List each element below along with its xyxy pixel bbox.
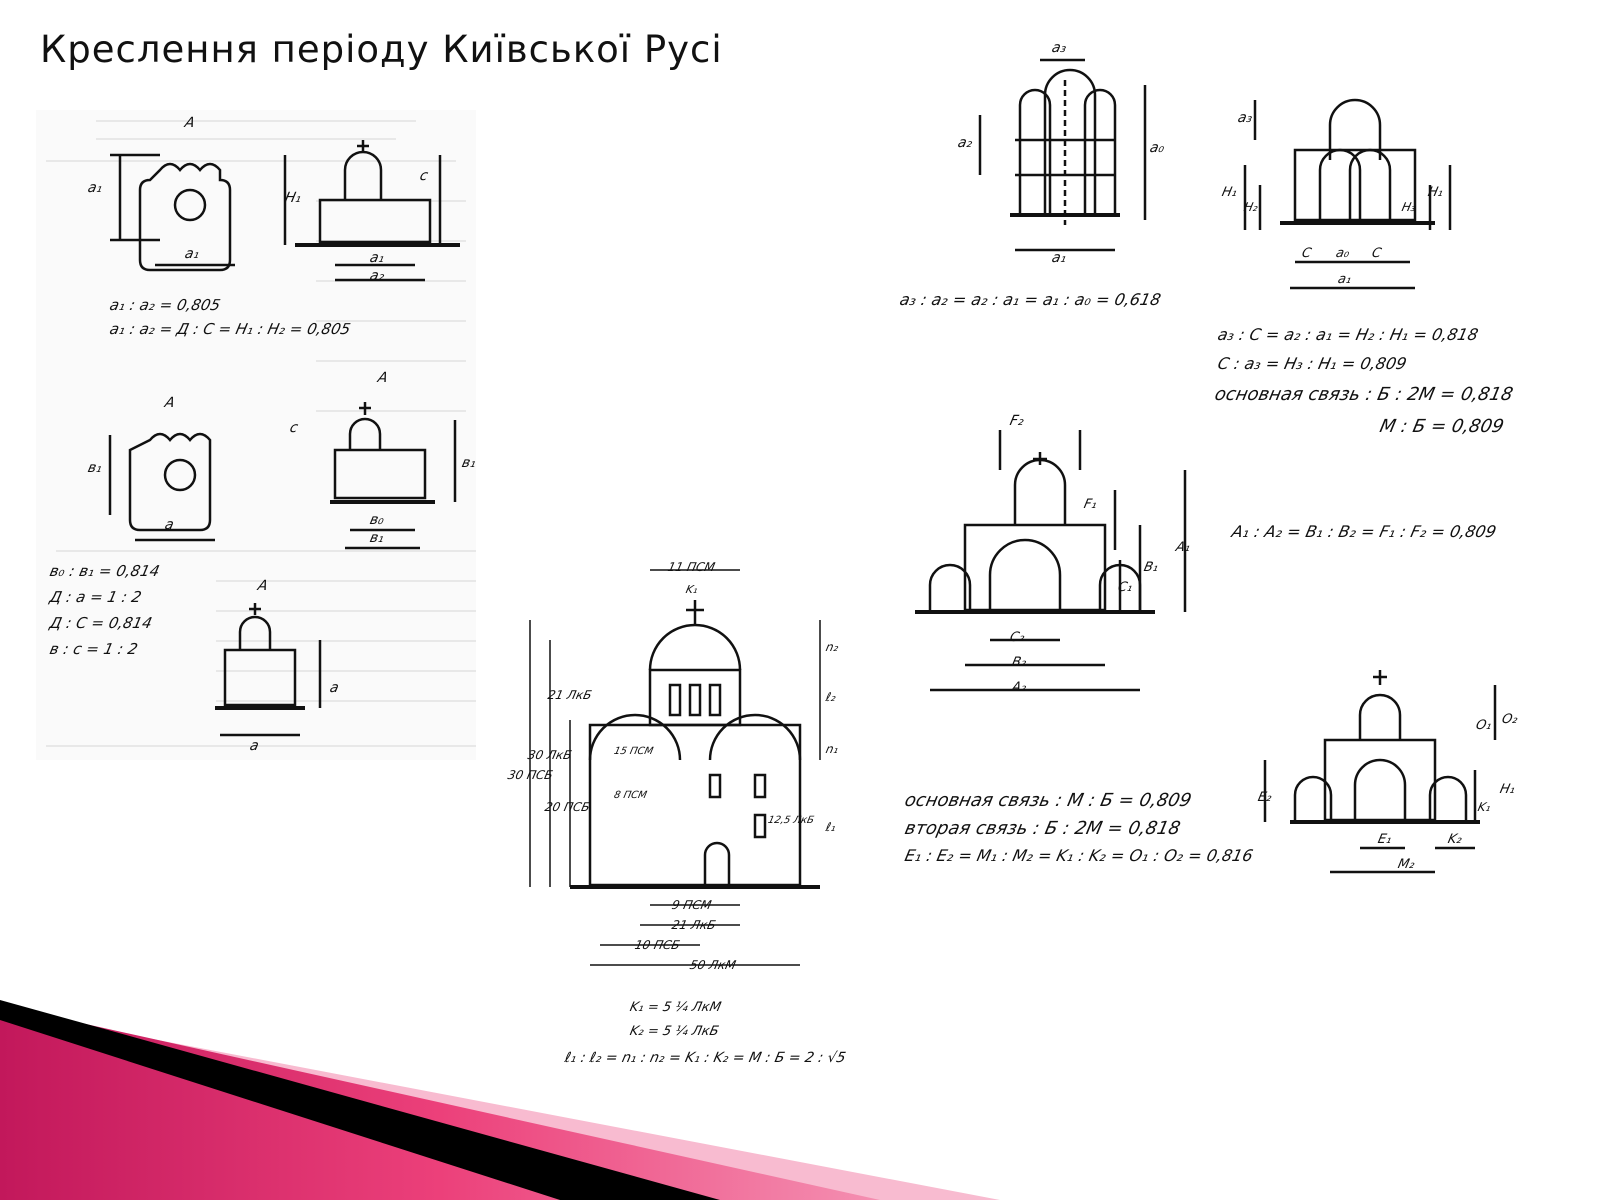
ribbon-pink [0,1005,880,1200]
left-drawings-svg [108,140,460,737]
left-drawings [80,110,480,770]
slide-title: Креслення періоду Київської Русі [40,28,723,71]
right-drawings [900,40,1580,900]
ribbon-black [0,1000,720,1200]
center-section-svg [529,569,821,966]
right-drawings-svg [915,58,1497,874]
center-section-drawing [500,560,860,990]
